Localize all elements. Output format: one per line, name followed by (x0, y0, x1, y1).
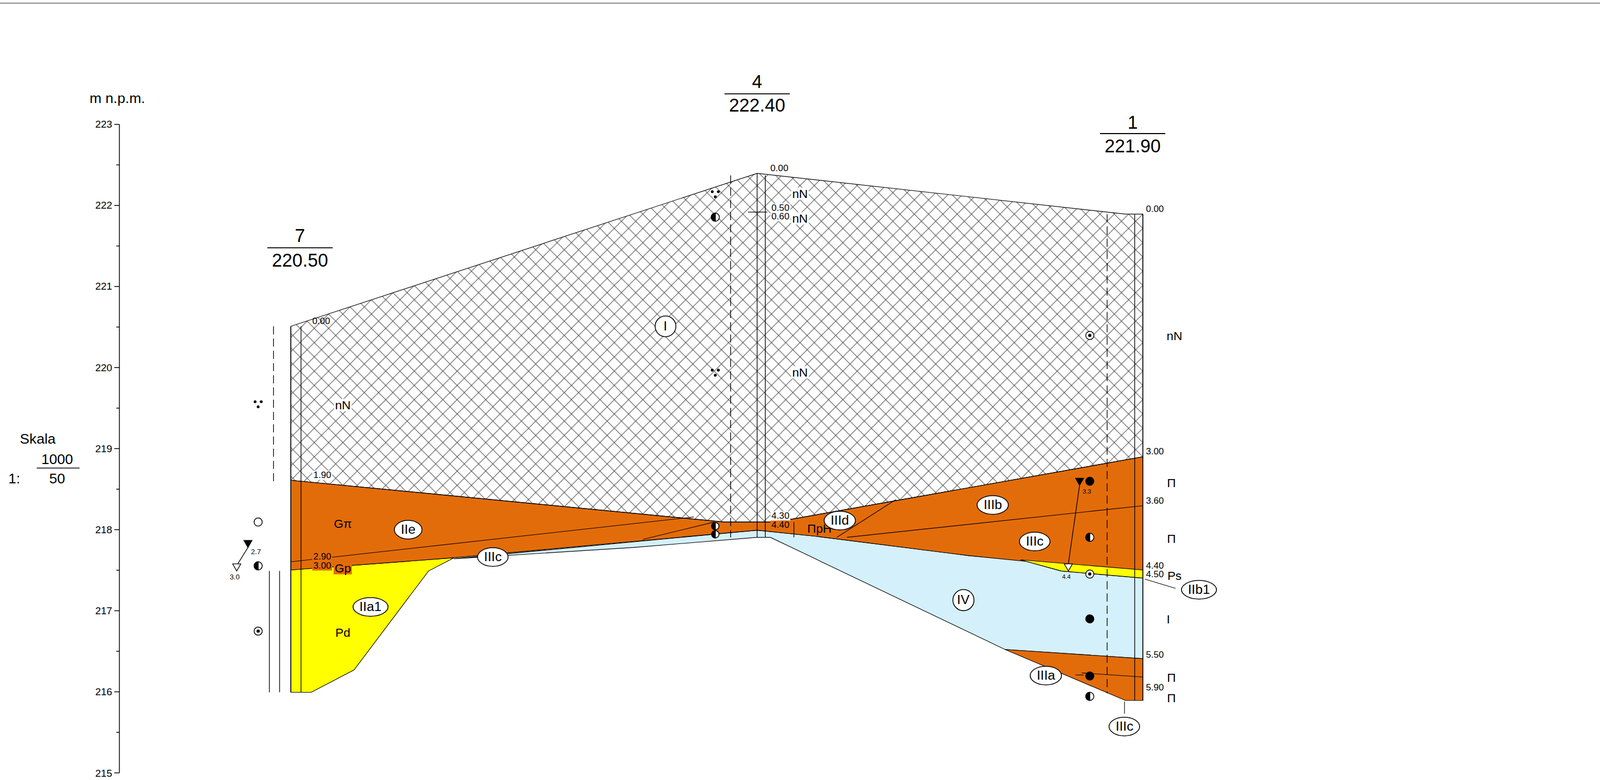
borehole-header: 222.40 (729, 96, 786, 115)
section-label: Gp (333, 562, 352, 575)
callout-number: IV (957, 593, 970, 607)
section-label: nN (1166, 329, 1183, 342)
callout-number: IIIc (1115, 720, 1134, 734)
section-label: 0.00 (312, 317, 330, 327)
borehole-header: 4 (752, 72, 763, 91)
fraction-bar (1099, 133, 1166, 135)
section-label: 3.3 (1082, 488, 1092, 495)
axis-tick-label: 215 (94, 768, 113, 779)
callout-number: IIe (400, 523, 416, 537)
fraction-bar (36, 467, 80, 469)
frame-line (0, 2, 1600, 4)
callout-ellipse: IV (952, 589, 975, 612)
soil-symbols (254, 190, 1095, 701)
borehole-columns (269, 173, 1143, 701)
section-label: m n.p.m. (89, 90, 146, 106)
section-label: 4.40 (770, 520, 791, 531)
section-label: 50 (49, 471, 66, 487)
section-label: 5.90 (1146, 683, 1164, 693)
section-label: 1.90 (312, 471, 333, 481)
section-label: Gπ (332, 517, 353, 530)
leader-lines (1075, 579, 1176, 715)
section-label: 0.50 (770, 203, 791, 213)
section-label: nN (333, 399, 352, 412)
borehole-header: 221.90 (1104, 136, 1162, 156)
callout-ellipse: IIId (823, 510, 856, 531)
axis-tick-label: 217 (94, 606, 113, 617)
section-label: 3.0 (229, 574, 240, 582)
axis-tick-label: 223 (94, 119, 113, 130)
axis-tick-label: 218 (94, 524, 113, 535)
borehole-header: 220.50 (272, 251, 329, 270)
section-label: 3.00 (1146, 447, 1164, 457)
axis-tick-label: 221 (94, 281, 113, 292)
callout-number: IIb1 (1187, 583, 1210, 597)
section-label: nN (790, 187, 809, 201)
section-label: Π (1167, 476, 1176, 489)
callout-number: IIIc (483, 550, 502, 564)
section-label: 1: (8, 471, 21, 487)
section-label: 5.50 (1146, 650, 1164, 660)
callout-number: IIIb (983, 498, 1002, 512)
callout-ellipse: IIIc (476, 547, 509, 568)
fraction-bar (267, 247, 333, 249)
section-label: Ps (1167, 569, 1183, 582)
section-label: 3.00 (312, 561, 333, 571)
section-label: nN (790, 212, 809, 225)
callout-ellipse: IIIa (1029, 665, 1062, 686)
axis-tick-label: 219 (94, 443, 113, 454)
callout-number: IIId (830, 514, 849, 528)
section-label: 4.30 (770, 511, 791, 521)
axis-tick-label: 220 (94, 362, 113, 373)
section-label: 4.50 (1146, 569, 1164, 579)
soil-layers (290, 173, 1143, 701)
axis-tick-label: 222 (94, 200, 113, 211)
section-label: 4.40 (1146, 561, 1164, 571)
section-label: 3.60 (1146, 496, 1164, 506)
elevation-axis (114, 124, 120, 774)
section-label: 2.90 (312, 552, 333, 562)
callout-number: I (663, 319, 668, 334)
callout-ellipse: IIe (393, 519, 423, 540)
section-label: Skala (19, 431, 56, 446)
callout-number: IIIc (1025, 534, 1044, 549)
section-label: Π (1167, 532, 1176, 546)
borehole-header: 7 (295, 226, 306, 245)
axis-tick-label: 216 (94, 687, 113, 698)
callout-number: IIa1 (359, 600, 382, 614)
section-label: 0.00 (1146, 204, 1164, 214)
section-label: 0.60 (770, 212, 791, 222)
callout-ellipse: IIIb (976, 495, 1009, 516)
section-label: 4.4 (1061, 574, 1071, 581)
section-label: Π (1167, 671, 1176, 684)
section-label: nN (790, 366, 809, 379)
callout-ellipse: IIIc (1018, 531, 1051, 552)
section-label: 0.00 (770, 163, 789, 173)
fraction-bar (724, 93, 790, 95)
callout-ellipse: I (654, 315, 677, 338)
section-label: Π (1167, 691, 1176, 704)
borehole-header: 1 (1127, 113, 1138, 132)
callout-number: IIIa (1036, 669, 1055, 683)
section-label: 1000 (41, 451, 73, 467)
callout-ellipse: IIb1 (1180, 580, 1217, 600)
section-label: Pd (335, 626, 351, 640)
section-label: I (1166, 613, 1170, 626)
callout-ellipse: IIa1 (352, 597, 389, 618)
callout-ellipse: IIIc (1108, 716, 1141, 737)
water-table (232, 478, 1084, 571)
section-label: 2.7 (251, 548, 262, 556)
